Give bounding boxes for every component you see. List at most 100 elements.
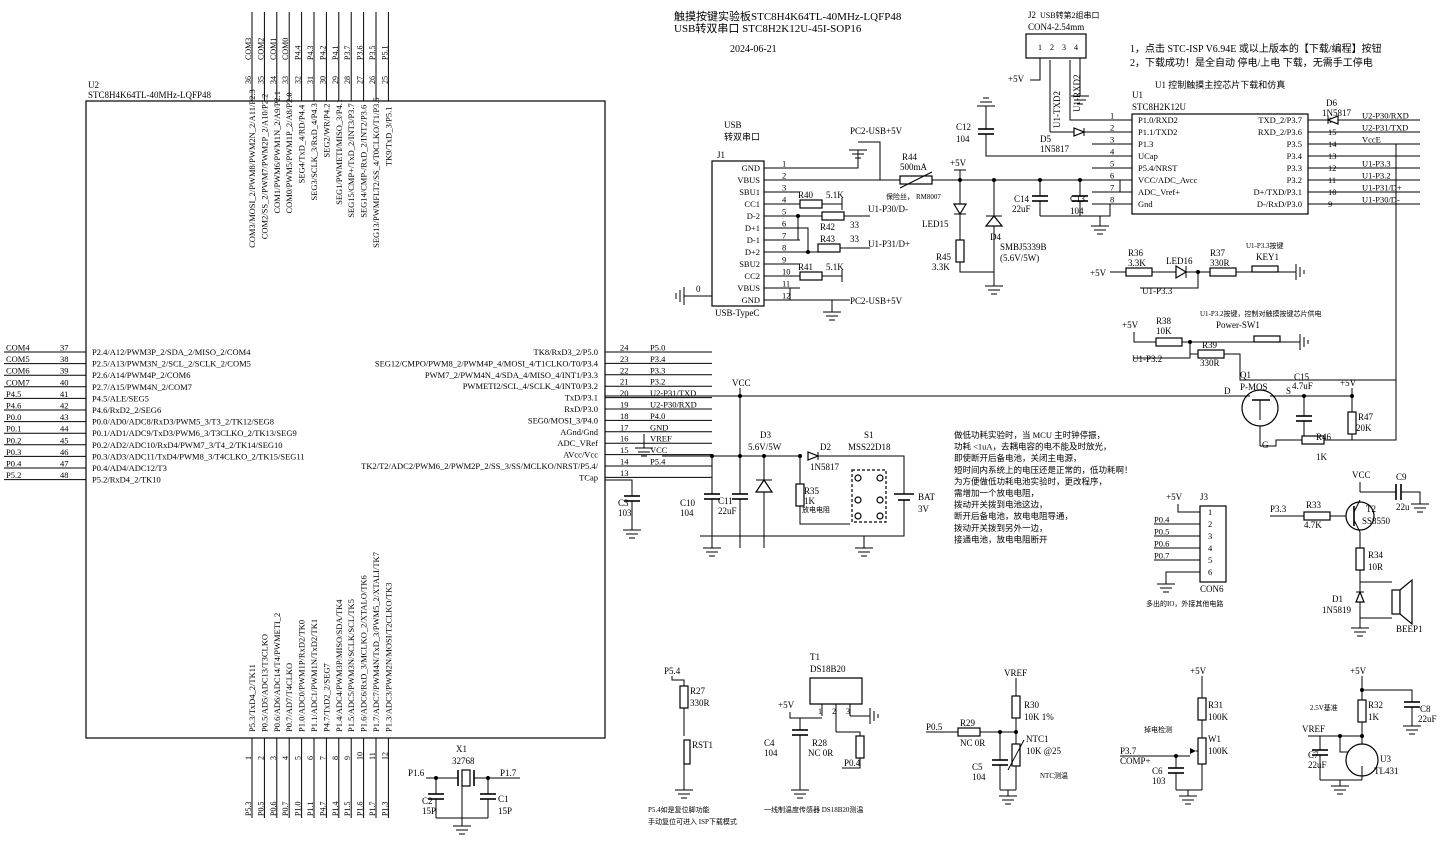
u2-right-pin-name: RxD/P3.0 xyxy=(564,404,598,414)
u1-left-pin-name: P5.4/NRST xyxy=(1138,163,1178,173)
u2-top-pin-name: SEG14/CMP-/RxD_2/INT2/P3.6 xyxy=(359,105,369,218)
d6-part: 1N5817 xyxy=(1322,108,1351,118)
c4-val: 104 xyxy=(764,748,778,758)
u2-right-pin-num: 23 xyxy=(620,354,629,364)
led16 xyxy=(1175,264,1188,280)
u2-top-pin-num: 32 xyxy=(294,76,303,84)
r41-ref: R41 xyxy=(798,262,813,272)
u1-right-pin-num: 15 xyxy=(1328,127,1337,137)
u2-bottom-pin-net: P1.7 xyxy=(368,802,377,816)
j1-pin-num: 6 xyxy=(782,219,786,229)
d2-ref: D2 xyxy=(820,442,831,452)
j1-part: USB-TypeC xyxy=(715,308,759,318)
u2-left-pin-num: 46 xyxy=(60,447,69,457)
j1-pin-name: CC2 xyxy=(744,271,760,281)
j2-pin-1: 1 xyxy=(1038,43,1042,52)
j1-pin-name: D-2 xyxy=(747,211,760,221)
r37-val: 330R xyxy=(1210,258,1230,268)
t1-part: DS18B20 xyxy=(810,664,846,674)
u2-bottom-pin-num: 9 xyxy=(343,756,352,760)
u1-right-pin-num: 10 xyxy=(1328,187,1337,197)
ground-symbol xyxy=(791,789,809,799)
r44-ref: R44 xyxy=(902,152,918,162)
u2-left-pin-num: 43 xyxy=(60,412,69,422)
j1-pin-name: SBU2 xyxy=(739,259,760,269)
ds18b20-net: P0.4 xyxy=(844,758,861,768)
c6-val: 103 xyxy=(1152,776,1166,786)
u2-bottom-pin-name: P0.5/AD5/ADC13/T3CLKO xyxy=(259,634,269,732)
r46-val: 1K xyxy=(1316,452,1328,462)
u2-top-pin-num: 33 xyxy=(281,76,290,84)
u2-left-pin-net: P0.4 xyxy=(6,459,22,469)
d5 xyxy=(1073,127,1086,137)
ground-symbol xyxy=(1411,503,1429,513)
r47-val: 20K xyxy=(1356,423,1372,433)
net-u1-p30-dminus: U1-P30/D- xyxy=(868,204,908,214)
u2-top-pin-num: 25 xyxy=(380,76,389,84)
r30-ref: R30 xyxy=(1024,700,1040,710)
j1-pin-name: D+1 xyxy=(745,223,760,233)
j1-pin-name: CC1 xyxy=(744,199,760,209)
u2-top-pin-num: 35 xyxy=(256,76,265,84)
r47 xyxy=(1347,411,1357,435)
t1-ref: T1 xyxy=(810,652,820,662)
u2-bottom-pin-num: 5 xyxy=(294,756,303,760)
r27-val: 330R xyxy=(690,698,710,708)
r43 xyxy=(817,243,841,253)
u2-top-pin-name: SEG3/SCLK_3/RxD_4/P4.3 xyxy=(309,103,319,201)
j1-ref: J1 xyxy=(717,150,725,160)
c12-ref: C12 xyxy=(956,122,971,132)
j3-pin-num: 3 xyxy=(1208,531,1212,541)
net-u1-txd2: U1-TXD2 xyxy=(1052,91,1062,128)
c2-val: 15P xyxy=(422,806,436,816)
u1-left-pin-num: 8 xyxy=(1110,195,1114,205)
u2-bottom-pin-name: P1.7/ADC7/PWM4N/TxD_3/PWM5_2/XTALI/TK7 xyxy=(371,552,381,732)
d3-val: 5.6V/5W xyxy=(748,442,782,452)
u2-top-pin-net: P3.5 xyxy=(368,46,377,60)
j1-body xyxy=(711,160,765,307)
s1-ref: S1 xyxy=(864,430,874,440)
r28-ref: R28 xyxy=(812,738,828,748)
ground-symbol xyxy=(985,285,1003,295)
u2-top-pin-net: P4.2 xyxy=(318,46,327,60)
r35 xyxy=(795,483,805,507)
r32 xyxy=(1357,699,1367,723)
u2-top-pin-num: 28 xyxy=(343,76,352,84)
low-power-note-line: 拨动开关拨到另外一边， xyxy=(954,523,1048,533)
u1-right-pin-name: RXD_2/P3.6 xyxy=(1258,127,1302,137)
u2-left-pin-num: 47 xyxy=(60,459,69,469)
c13-ref: C13 xyxy=(1070,194,1086,204)
j3-body xyxy=(1199,505,1227,583)
t1-pin-1: 1 xyxy=(818,707,822,716)
net-pc2-usb5v-bottom: PC2-USB+5V xyxy=(850,296,903,306)
u2-ref: U2 xyxy=(88,80,99,90)
u2-bottom-pin-net: P1.4 xyxy=(331,802,340,816)
j3-net: P0.7 xyxy=(1154,551,1169,561)
ground-symbol xyxy=(849,149,867,159)
c7-ref: C7 xyxy=(1308,750,1319,760)
j3-pin-num: 1 xyxy=(1208,507,1212,517)
c4-ref: C4 xyxy=(764,738,775,748)
header-date: 2024-06-21 xyxy=(730,44,777,55)
r40-ref: R40 xyxy=(798,190,814,200)
u2-part: STC8H4K64TL-40MHz-LQFP48 xyxy=(88,90,211,100)
u1-left-pin-num: 4 xyxy=(1110,147,1115,157)
w1-ref: W1 xyxy=(1208,734,1221,744)
j2-body xyxy=(1025,33,1087,59)
u2-right-pin-num: 16 xyxy=(620,434,629,444)
u2-mcu: U2 STC8H4K64TL-40MHz-LQFP48 COM336COM3/M… xyxy=(4,12,712,818)
c15-ref: C15 xyxy=(1294,372,1310,382)
q1-d: D xyxy=(1224,386,1231,396)
u2-bottom-pin-net: P0.5 xyxy=(256,802,265,816)
j2-pin-2: 2 xyxy=(1050,43,1054,52)
reset-note-2: 手动复位可进入 ISP下载模式 xyxy=(648,817,737,826)
r28-val: NC 0R xyxy=(808,748,833,758)
bat-val: 3V xyxy=(918,504,930,514)
d3-tvs xyxy=(754,478,774,493)
u1-right-pin-name: D+/TXD/P3.1 xyxy=(1254,187,1302,197)
r43-val: 33 xyxy=(850,234,860,244)
u2-bottom-pin-name: P4.7/TxD2_2/SEG7 xyxy=(321,663,331,732)
ds18b20-note: 一线制温度传感器 DS18B20测温 xyxy=(764,805,863,814)
